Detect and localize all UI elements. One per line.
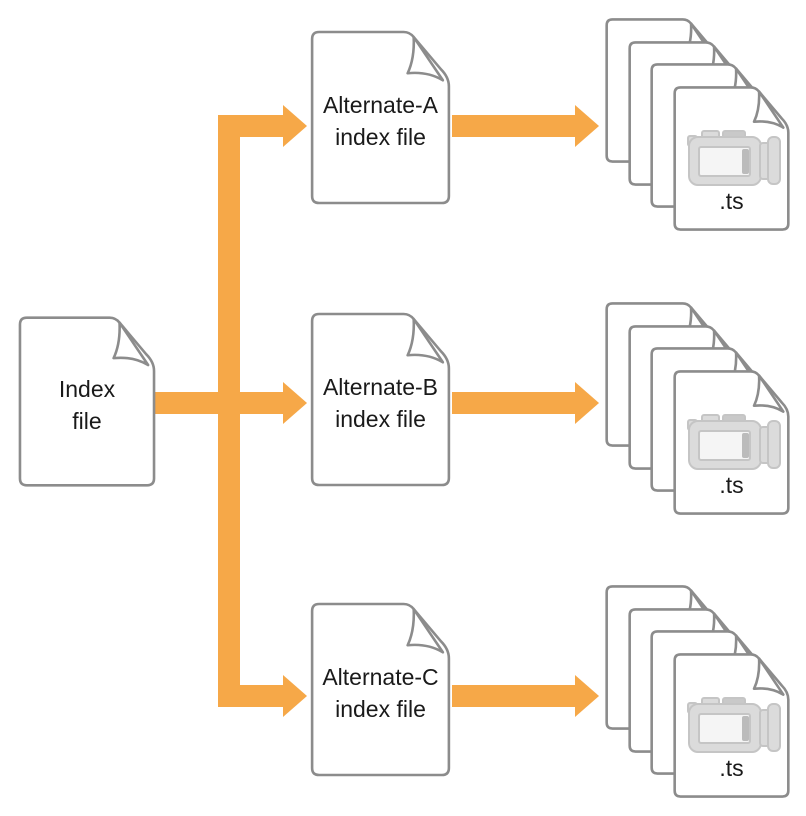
segment-stack-b: .ts [605, 301, 790, 516]
index-file-label-line1: Index [58, 376, 116, 402]
alternate-c-label: Alternate-C index file [310, 602, 451, 777]
index-file-label: Index file [18, 315, 156, 488]
alternate-c-document: Alternate-C index file [310, 602, 451, 777]
ts-extension-label: .ts [719, 755, 744, 781]
ts-extension-label: .ts [719, 472, 744, 498]
ts-extension-label: .ts [719, 188, 744, 214]
alternate-b-label-line1: Alternate-B [322, 374, 439, 400]
alternate-b-document: Alternate-B index file [310, 312, 451, 487]
alternate-a-label: Alternate-A index file [310, 30, 451, 205]
video-camera-icon [686, 696, 782, 756]
segment-stack-c: .ts [605, 584, 790, 799]
alternate-b-label: Alternate-B index file [310, 312, 451, 487]
segment-file-front: .ts [673, 369, 790, 516]
index-file-label-line2: file [72, 408, 102, 434]
alternate-c-label-line1: Alternate-C [322, 664, 439, 690]
alternate-a-label-line1: Alternate-A [322, 92, 439, 118]
video-camera-icon [686, 129, 782, 189]
segment-file-front: .ts [673, 652, 790, 799]
index-file-document: Index file [18, 315, 156, 488]
alternate-a-label-line2: index file [335, 124, 426, 150]
segment-file-front: .ts [673, 85, 790, 232]
alternate-c-label-line2: index file [335, 696, 426, 722]
arrow-index-to-alternates [154, 105, 307, 717]
alternate-a-document: Alternate-A index file [310, 30, 451, 205]
arrow-alternate-a-to-segments [452, 105, 599, 147]
video-camera-icon [686, 413, 782, 473]
alternate-b-label-line2: index file [335, 406, 426, 432]
arrow-alternate-c-to-segments [452, 675, 599, 717]
arrow-alternate-b-to-segments [452, 382, 599, 424]
segment-stack-a: .ts [605, 17, 790, 232]
